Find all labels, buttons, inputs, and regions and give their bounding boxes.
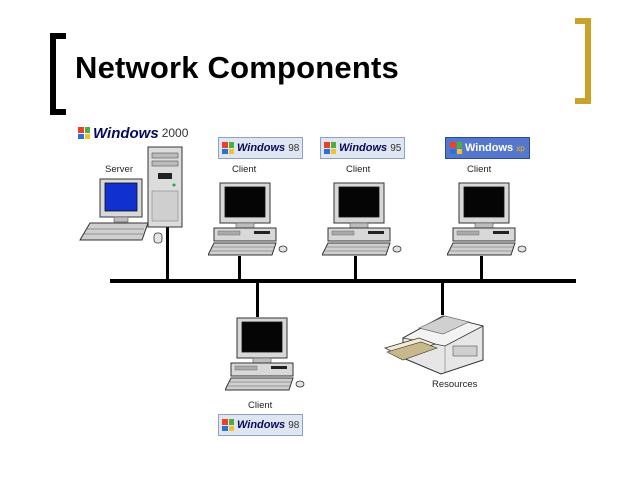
client-95-computer xyxy=(321,181,402,262)
desktop-computer-icon xyxy=(321,182,402,256)
client-bottom-drop-line xyxy=(256,281,259,317)
client-95-label: Client xyxy=(346,164,371,175)
network-bus xyxy=(110,279,576,283)
windows-flag-icon xyxy=(222,419,234,431)
desktop-computer-icon xyxy=(224,317,305,391)
client-98-bottom-label: Client xyxy=(248,400,273,411)
title-bracket-left xyxy=(50,33,66,115)
resources-label: Resources xyxy=(432,379,478,390)
windows-flag-icon xyxy=(78,127,90,139)
page-title: Network Components xyxy=(75,50,399,85)
title-bracket-right xyxy=(575,18,591,104)
client-95-drop-line xyxy=(354,256,357,281)
windows-95-logo: Windows 95 xyxy=(320,137,406,159)
server-drop-line xyxy=(166,225,169,281)
windows-flag-icon xyxy=(324,142,336,154)
client-98-label: Client xyxy=(232,164,257,175)
client-xp-drop-line xyxy=(480,256,483,281)
windows-98-logo: Windows 98 xyxy=(218,137,304,159)
windows-flag-icon xyxy=(222,142,234,154)
client-xp-label: Client xyxy=(467,164,492,175)
windows-flag-icon xyxy=(450,142,462,154)
printer-drop-line xyxy=(441,281,444,315)
client-98-drop-line xyxy=(238,256,241,281)
windows-98-logo-bottom: Windows 98 xyxy=(218,414,304,436)
printer-icon xyxy=(383,315,485,375)
server-screen xyxy=(104,182,138,212)
windows-2000-logo: Windows 2000 xyxy=(78,123,188,143)
client-98-computer xyxy=(207,181,288,262)
client-xp-computer xyxy=(446,181,527,262)
client-98-bottom-computer xyxy=(224,316,305,397)
desktop-computer-icon xyxy=(207,182,288,256)
server-computer-icon xyxy=(79,146,183,244)
server-label: Server xyxy=(105,164,133,175)
desktop-computer-icon xyxy=(446,182,527,256)
windows-xp-logo: Windows xp xyxy=(445,137,530,159)
